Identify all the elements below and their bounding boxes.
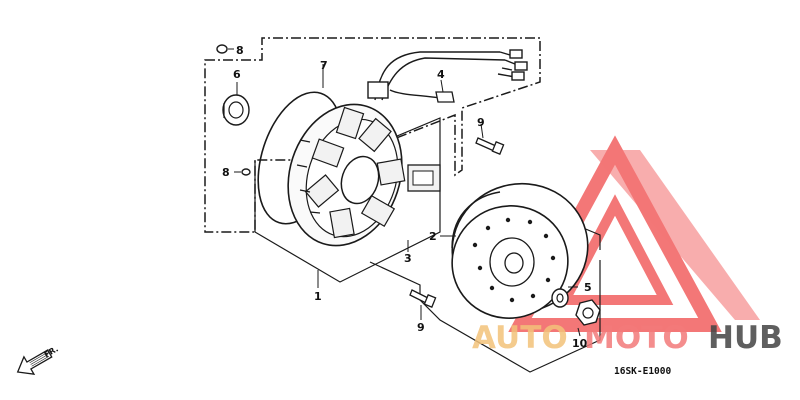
diagram-code: 16SK-E1000 bbox=[614, 366, 671, 377]
callout-9-upper: 9 bbox=[477, 116, 485, 129]
watermark-hub: HUB bbox=[708, 320, 783, 356]
leader-lines bbox=[228, 48, 581, 337]
nut-10 bbox=[575, 299, 601, 326]
callout-10: 10 bbox=[572, 337, 588, 350]
callout-8-left: 8 bbox=[222, 166, 230, 179]
assembly-frame-1 bbox=[254, 117, 441, 283]
callout-9-lower: 9 bbox=[417, 321, 425, 334]
callout-3: 3 bbox=[404, 252, 412, 265]
callout-1: 1 bbox=[314, 290, 322, 303]
callout-4: 4 bbox=[437, 68, 445, 81]
watermark-moto: MOTO bbox=[584, 320, 689, 356]
callout-8-top: 8 bbox=[236, 44, 244, 57]
o-ring-8-top bbox=[216, 44, 228, 54]
callout-2: 2 bbox=[429, 230, 437, 243]
callout-labels: 8 6 7 4 9 8 2 3 1 5 9 10 bbox=[222, 44, 592, 350]
bolt-9-lower bbox=[409, 289, 437, 308]
flywheel-2 bbox=[451, 182, 589, 319]
o-ring-8-left bbox=[241, 168, 251, 176]
callout-7: 7 bbox=[320, 59, 328, 72]
watermark-text: AUTO MOTO HUB bbox=[472, 320, 783, 356]
callout-6: 6 bbox=[233, 68, 241, 81]
watermark-auto: AUTO bbox=[472, 320, 568, 356]
stator-assembly-3 bbox=[287, 103, 441, 247]
oil-seal-6 bbox=[222, 94, 250, 126]
bolt-9-upper bbox=[475, 137, 505, 155]
callout-5: 5 bbox=[584, 281, 592, 294]
wire-clamp-4 bbox=[435, 91, 455, 103]
front-direction-marker: FR. bbox=[16, 344, 60, 375]
washer-5 bbox=[551, 288, 569, 308]
wire-harness bbox=[367, 49, 528, 101]
